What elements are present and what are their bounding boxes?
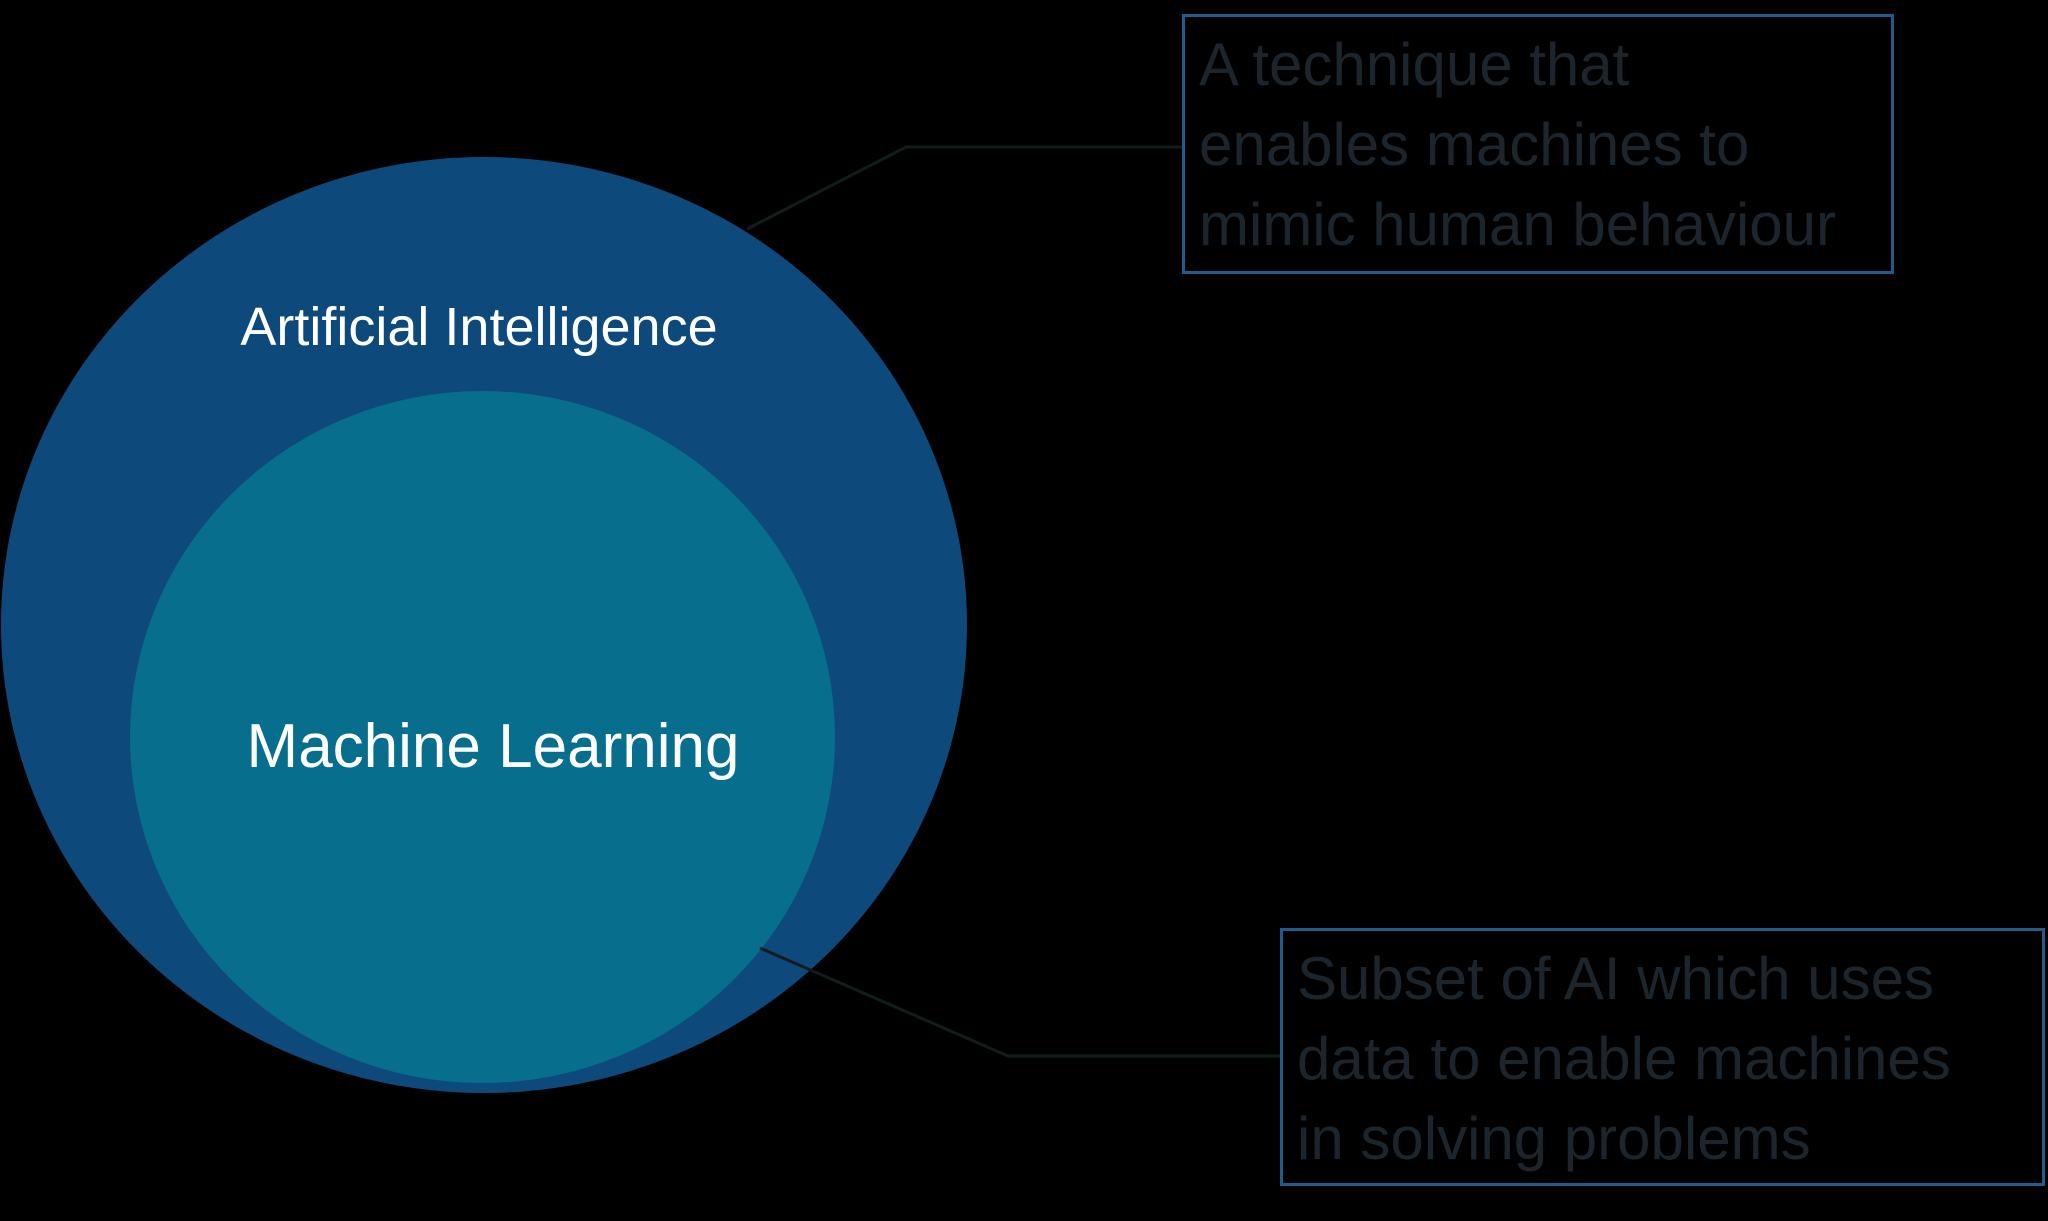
artificial-intelligence-label: Artificial Intelligence xyxy=(240,297,718,357)
annotation-text-line: A technique that xyxy=(1199,31,1630,98)
annotation-text-line: Subset of AI which uses xyxy=(1297,945,1935,1012)
ml-annotation-box: Subset of AI which uses data to enable m… xyxy=(1280,928,2045,1186)
machine-learning-label: Machine Learning xyxy=(246,712,740,781)
annotation-text-line: mimic human behaviour xyxy=(1199,191,1836,258)
ml-annotation-connector-line xyxy=(759,946,1280,1058)
annotation-text-line: data to enable machines xyxy=(1297,1025,1951,1092)
ai-annotation-connector-line xyxy=(746,145,1182,231)
ai-annotation-box: A technique that enables machines to mim… xyxy=(1182,14,1894,274)
annotation-text-line: enables machines to xyxy=(1199,111,1750,178)
machine-learning-circle xyxy=(130,391,835,1083)
annotation-text-line: in solving problems xyxy=(1297,1105,1811,1172)
